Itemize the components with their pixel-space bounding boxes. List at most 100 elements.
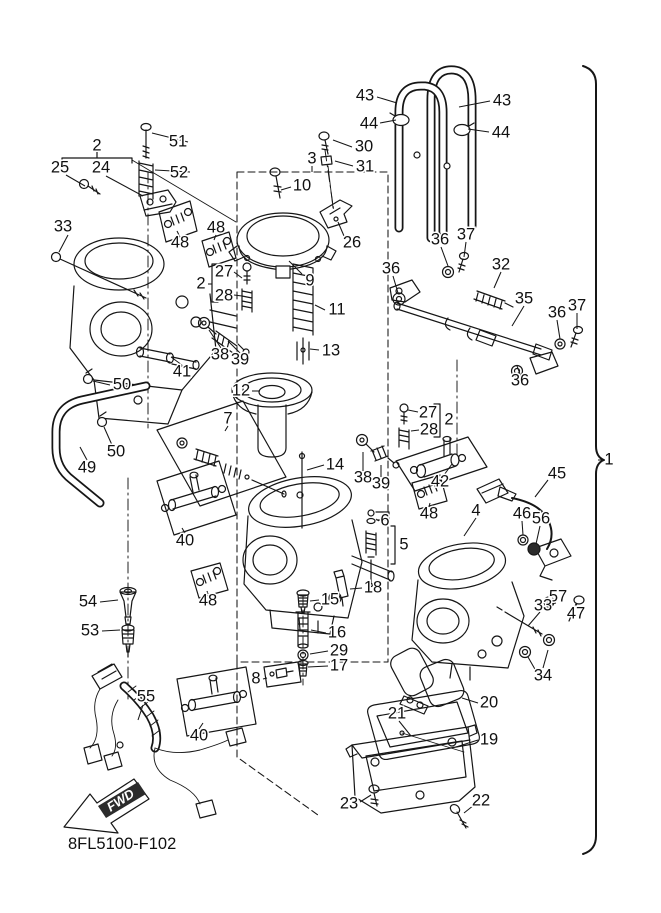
part-number-label-25: 25	[51, 158, 69, 176]
screw-51-spring-52	[138, 122, 154, 200]
leader-line	[556, 319, 561, 340]
part-number-label-32: 32	[492, 255, 510, 273]
part-number-label-48: 48	[199, 591, 217, 609]
part-number-label-17: 17	[330, 656, 348, 674]
part-number-label-38: 38	[211, 345, 229, 363]
part-number-label-51: 51	[169, 132, 187, 150]
leader-line	[574, 603, 578, 608]
leader-line	[428, 502, 431, 508]
leader-line	[534, 479, 549, 498]
leader-line	[105, 175, 144, 197]
part-number-label-57: 57	[549, 587, 567, 605]
part-number-label-21: 21	[388, 704, 406, 722]
leader-line	[65, 174, 86, 187]
part-number-label-49: 49	[78, 458, 96, 476]
needle-clip-13	[296, 337, 310, 365]
part-number-label-50: 50	[107, 442, 125, 460]
carburetor-right-drawing	[411, 542, 556, 681]
leader-line	[334, 160, 354, 167]
part-number-label-2: 2	[196, 274, 205, 292]
leader-line	[58, 234, 69, 253]
part-number-label-11: 11	[328, 300, 345, 318]
leader-line	[407, 409, 419, 413]
part-number-label-27: 27	[419, 403, 437, 421]
part-number-label-39: 39	[372, 474, 390, 492]
part-number-label-38: 38	[354, 468, 372, 486]
part-number-label-36: 36	[431, 230, 449, 248]
part-number-label-1: 1	[604, 450, 613, 468]
leader-line	[92, 380, 111, 386]
leader-line	[280, 186, 292, 191]
joint-box-40-lower	[176, 666, 257, 737]
leader-line	[208, 329, 222, 349]
part-number-label-48: 48	[420, 504, 438, 522]
part-number-label-36: 36	[548, 303, 566, 321]
diagram-code: 8FL5100-F102	[68, 835, 176, 853]
part-number-label-14: 14	[326, 455, 344, 473]
leader-line	[440, 246, 449, 267]
leader-line	[151, 132, 189, 143]
carburetor-center-drawing	[242, 476, 395, 635]
leader-line	[410, 429, 420, 432]
part-number-label-28: 28	[420, 420, 438, 438]
part-number-label-39: 39	[231, 350, 249, 368]
hose-49-clamps-50	[51, 368, 151, 508]
part-number-label-37: 37	[568, 296, 586, 314]
screw-27-spring-28-left	[211, 262, 253, 313]
part-number-label-15: 15	[321, 590, 339, 608]
leader-line	[307, 665, 329, 668]
parts-53-54	[119, 586, 137, 658]
leader-line	[511, 305, 525, 327]
screw-30-nut-31	[318, 131, 334, 209]
leader-line	[542, 649, 549, 669]
leader-line	[463, 241, 467, 258]
leader-line	[309, 599, 320, 602]
part-number-label-5: 5	[399, 535, 408, 553]
leader-line	[224, 425, 229, 432]
part-number-label-44: 44	[492, 123, 510, 141]
leader-line	[332, 139, 353, 148]
part-number-label-36: 36	[511, 371, 529, 389]
part-number-label-26: 26	[343, 233, 361, 251]
screw-10	[269, 167, 282, 199]
leader-line	[181, 527, 186, 534]
part-number-label-20: 20	[480, 693, 498, 711]
part-number-label-10: 10	[293, 176, 311, 194]
screw-27-spring-28-right	[398, 403, 441, 450]
leader-line	[516, 365, 521, 375]
part-number-label-46: 46	[513, 504, 531, 522]
part-number-label-28: 28	[215, 286, 233, 304]
leader-line	[527, 656, 537, 672]
leader-line	[137, 704, 144, 721]
part-number-label-33: 33	[534, 596, 552, 614]
part-number-label-43: 43	[493, 91, 511, 109]
part-number-label-29: 29	[330, 641, 348, 659]
fwd-arrow	[63, 778, 150, 834]
part-number-label-16: 16	[328, 623, 346, 641]
part-number-label-24: 24	[92, 158, 110, 176]
float-valve-box-8	[263, 661, 302, 688]
leader-line	[233, 271, 243, 279]
leader-line	[79, 446, 88, 461]
slide-spring-11	[292, 263, 314, 336]
part-number-label-47: 47	[567, 604, 585, 622]
group-3-dashed-box	[236, 171, 389, 816]
leader-line	[458, 100, 491, 108]
part-number-label-50: 50	[113, 375, 131, 393]
part-number-label-52: 52	[170, 163, 188, 181]
diaphragm-cover-9	[228, 212, 337, 279]
part-number-label-31: 31	[356, 157, 374, 175]
leader-line	[359, 794, 372, 803]
part-number-label-22: 22	[472, 791, 490, 809]
leader-line	[170, 356, 183, 366]
plunger-18	[333, 569, 349, 607]
leader-line	[99, 599, 119, 603]
leader-line	[309, 650, 329, 655]
leader-line	[398, 720, 412, 737]
leader-line	[288, 260, 303, 275]
part-number-label-55: 55	[137, 687, 155, 705]
leader-line	[463, 517, 477, 537]
leader-line	[467, 128, 490, 133]
pilot-screw-box-7	[156, 400, 287, 507]
